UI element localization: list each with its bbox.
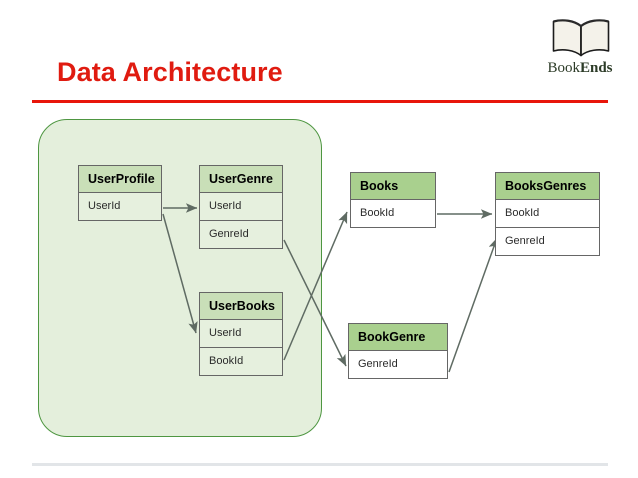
entity-userprofile-title: UserProfile [79,166,161,193]
entity-userbooks-title: UserBooks [200,293,282,320]
footer-divider [32,463,608,466]
connector-bookgenre-booksgenres [448,237,498,373]
entity-usergenre[interactable]: UserGenre UserId GenreId [199,165,283,249]
entity-books-title: Books [351,173,435,200]
logo-wordmark: BookEnds [530,60,630,77]
entity-usergenre-title: UserGenre [200,166,282,193]
entity-bookgenre[interactable]: BookGenre GenreId [348,323,448,379]
title-divider [32,100,608,103]
entity-booksgenres-field-genreid: GenreId [496,227,599,255]
entity-booksgenres[interactable]: BooksGenres BookId GenreId [495,172,600,256]
entity-books-field-bookid: BookId [351,200,435,227]
entity-userbooks-field-bookid: BookId [200,347,282,375]
entity-userbooks[interactable]: UserBooks UserId BookId [199,292,283,376]
entity-books[interactable]: Books BookId [350,172,436,228]
entity-userprofile[interactable]: UserProfile UserId [78,165,162,221]
logo-word-book: Book [547,60,580,76]
logo-word-ends: Ends [579,60,613,76]
entity-booksgenres-title: BooksGenres [496,173,599,200]
open-book-icon [552,19,610,57]
bookends-logo: BookEnds [530,18,630,80]
page-title: Data Architecture [57,57,283,87]
entity-bookgenre-field-genreid: GenreId [349,351,447,378]
entity-usergenre-field-genreid: GenreId [200,220,282,248]
entity-userprofile-field-userid: UserId [79,193,161,220]
entity-usergenre-field-userid: UserId [200,193,282,220]
entity-booksgenres-field-bookid: BookId [496,200,599,227]
entity-userbooks-field-userid: UserId [200,320,282,347]
entity-bookgenre-title: BookGenre [349,324,447,351]
